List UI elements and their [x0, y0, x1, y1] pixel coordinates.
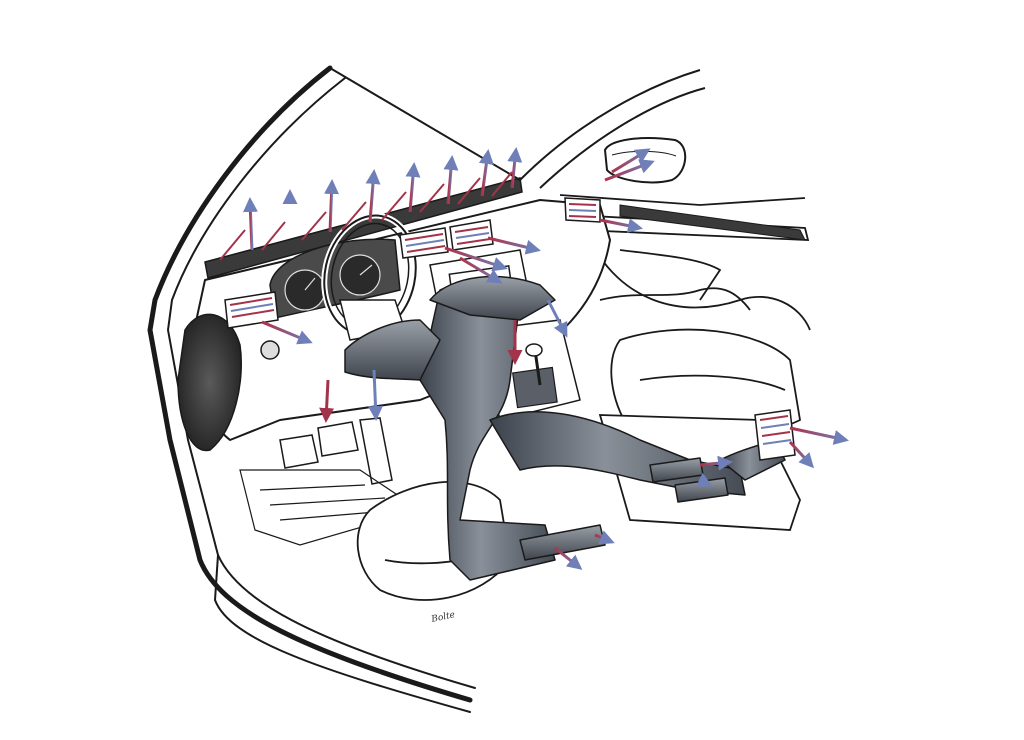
gear-shifter — [512, 343, 558, 409]
footwell-arrows — [319, 299, 568, 423]
right-air-vent — [564, 197, 601, 223]
pedals — [279, 417, 393, 485]
windshield-trim — [204, 177, 523, 279]
side-window-arrows — [599, 148, 655, 234]
windshield-defrost-diagonals — [219, 171, 513, 261]
center-vent-arrows — [444, 236, 541, 284]
artist-signature: Bolte — [430, 610, 456, 625]
rear-floor-arrows — [554, 455, 733, 570]
instrument-cluster — [269, 238, 401, 319]
center-air-vents — [399, 219, 494, 259]
rear-air-vent — [754, 409, 796, 461]
air-duct-system — [344, 275, 786, 581]
door-speaker — [177, 313, 242, 452]
door-frame — [147, 65, 476, 713]
light-switch-knob — [260, 340, 280, 360]
door-armrest-trim — [619, 204, 806, 241]
rear-vent-arrows — [788, 426, 849, 469]
windshield-defrost-arrows — [242, 147, 523, 251]
left-air-vent — [224, 291, 279, 329]
side-vent-arrows — [261, 320, 313, 345]
